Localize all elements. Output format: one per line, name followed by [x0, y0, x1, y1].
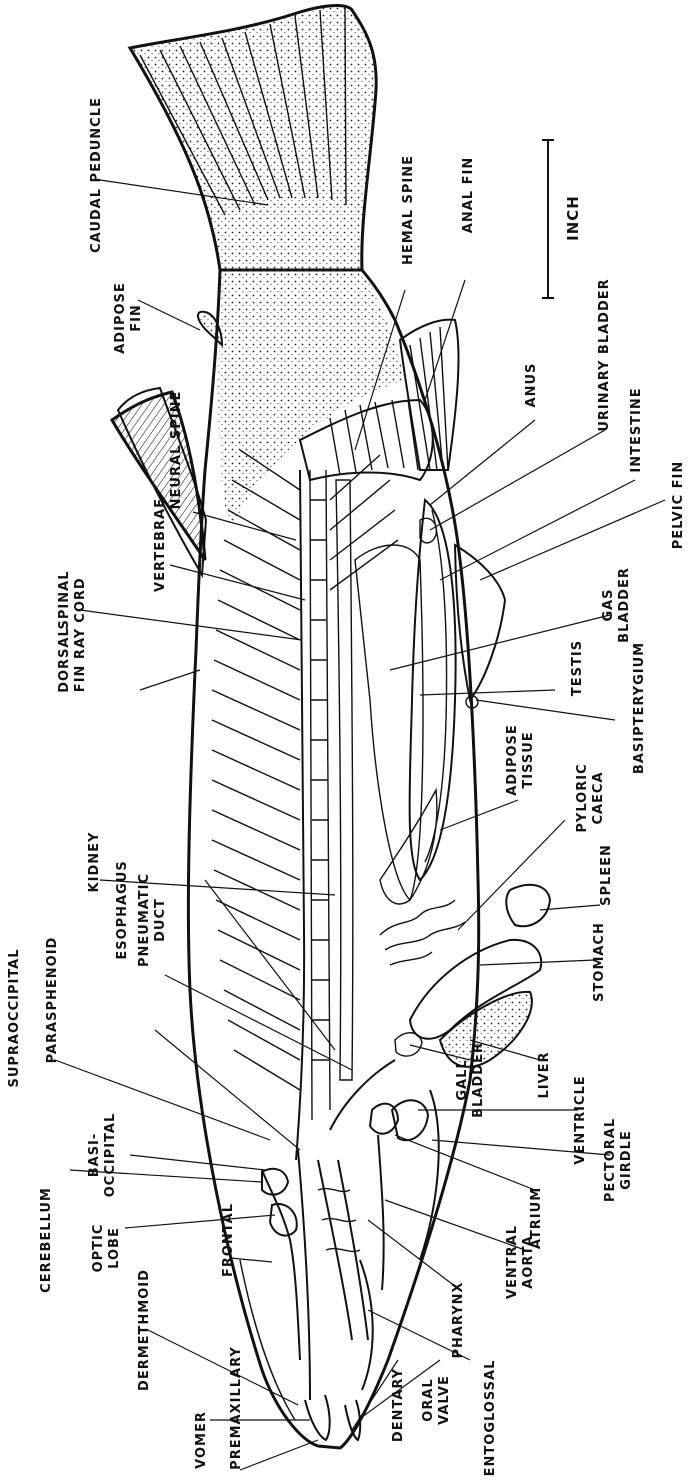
label-stomach: STOMACH: [592, 922, 607, 1002]
label-spinal-cord-line2: CORD: [73, 577, 88, 622]
label-vertebrae: VERTEBRAE: [153, 498, 168, 592]
caudal-fin: [130, 6, 376, 270]
label-pharynx: PHARYNX: [451, 1281, 466, 1358]
pyloric-caeca: [380, 900, 465, 965]
neural-spines: [212, 450, 300, 1090]
label-pectoral-girdle-line1: PECTORAL: [603, 1118, 618, 1202]
gas-bladder: [355, 545, 423, 900]
label-anal-fin: ANAL FIN: [461, 157, 476, 233]
ventral-aorta: [378, 1135, 384, 1290]
label-spinal-cord-line1: SPINAL: [57, 571, 72, 630]
label-oral-valve-line1: ORAL: [421, 1378, 436, 1421]
head: [240, 1150, 360, 1440]
label-adipose-tissue-line1: ADIPOSE: [505, 724, 520, 796]
label-caudal-peduncle: CAUDAL PEDUNCLE: [89, 97, 104, 253]
label-basi-occipital-line1: BASI-: [87, 1133, 102, 1178]
label-anus: ANUS: [524, 363, 539, 408]
label-optic-lobe-line2: LOBE: [107, 1227, 122, 1269]
label-gall-bladder-line1: GALL: [455, 1059, 470, 1100]
label-kidney: KIDNEY: [87, 832, 102, 893]
label-pneumatic-duct-line1: PNEUMATIC: [137, 873, 152, 967]
label-intestine: INTESTINE: [629, 387, 644, 472]
label-entoglossal: ENTOGLOSSAL: [483, 1360, 498, 1477]
label-pectoral-girdle-line2: GIRDLE: [619, 1130, 634, 1189]
label-basipterygium: BASIPTERYGIUM: [632, 642, 647, 774]
label-pneumatic-duct-line2: DUCT: [153, 898, 168, 942]
label-parasphenoid: PARASPHENOID: [45, 937, 60, 1064]
label-premaxillary: PREMAXILLARY: [229, 1346, 244, 1470]
cerebellum: [262, 1169, 288, 1195]
axial-skeleton: [212, 400, 433, 1160]
label-adipose-fin-line1: ADIPOSE: [113, 282, 128, 354]
label-dentary: DENTARY: [391, 1368, 406, 1442]
label-dorsal-fin-ray-line1: DORSAL: [57, 627, 72, 693]
label-ventral-aorta-line1: VENTRAL: [505, 1225, 520, 1299]
label-pelvic-fin: PELVIC FIN: [671, 461, 686, 549]
jaw-upper: [305, 1395, 330, 1440]
kidney: [336, 480, 353, 1080]
label-frontal: FRONTAL: [221, 1203, 236, 1277]
label-oral-valve-line2: VALVE: [437, 1375, 452, 1425]
scale-label: INCH: [564, 195, 582, 241]
label-gall-bladder-line2: BLADDER: [471, 1042, 486, 1118]
label-supraoccipital: SUPRAOCCIPITAL: [7, 948, 22, 1087]
label-adipose-fin-line2: FIN: [129, 304, 144, 332]
label-pyloric-caeca-line1: PYLORIC: [575, 763, 590, 832]
cranium: [262, 1170, 300, 1360]
anal-fin: [400, 320, 459, 470]
spinal-cord: [296, 470, 304, 1160]
label-liver: LIVER: [537, 1051, 552, 1098]
label-hemal-spine: HEMAL SPINE: [401, 155, 416, 265]
label-optic-lobe-line1: OPTIC: [91, 1224, 106, 1273]
label-esophagus: ESOPHAGUS: [115, 860, 130, 959]
label-spleen: SPLEEN: [599, 844, 614, 906]
frontal-bone: [240, 1260, 295, 1420]
label-vomer: VOMER: [194, 1411, 209, 1469]
label-pyloric-caeca-line2: CAECA: [591, 771, 606, 824]
label-ventricle: VENTRICLE: [573, 1075, 588, 1164]
adipose-tissue: [380, 790, 437, 904]
label-dermethmoid: DERMETHMOID: [137, 1269, 152, 1391]
label-basi-occipital-line2: OCCIPITAL: [103, 1113, 118, 1198]
gall-bladder: [395, 1033, 422, 1056]
label-neural-spine: NEURAL SPINE: [169, 391, 184, 510]
label-ventral-aorta-line2: AORTA: [521, 1235, 536, 1288]
label-gas-bladder-line1: GAS: [601, 588, 616, 621]
label-cerebellum: CEREBELLUM: [39, 1187, 54, 1293]
parasphenoid: [298, 1150, 310, 1400]
vertebral-column: [310, 470, 330, 1120]
label-urinary-bladder: URINARY BLADDER: [597, 278, 612, 431]
label-testis: TESTIS: [570, 640, 585, 696]
label-dorsal-fin-ray-line2: FIN RAY: [73, 628, 88, 692]
label-adipose-tissue-line2: TISSUE: [521, 731, 536, 788]
spleen: [506, 885, 550, 926]
label-gas-bladder-line2: BLADDER: [617, 567, 632, 643]
scale-bar: INCH: [542, 140, 582, 298]
